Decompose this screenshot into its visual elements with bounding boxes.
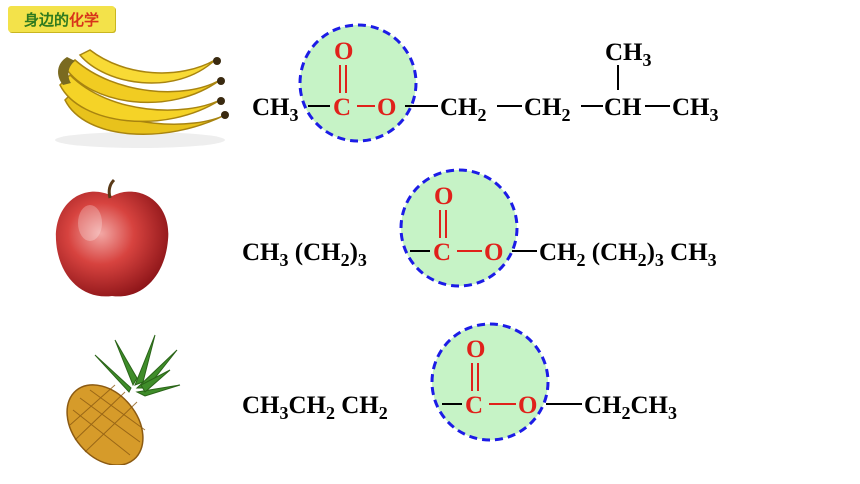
ester-group-highlight-3	[430, 322, 550, 442]
formula-row-1: CH3 C O O CH2 CH2 CH CH3 CH3	[252, 23, 719, 143]
svg-text:CH2: CH2	[524, 94, 571, 125]
formula-row-2: CH3 (CH2)3 C O O CH2 (CH2)3 CH3	[242, 168, 717, 288]
atom-o-top-3: O	[466, 336, 485, 363]
atom-o-mid-1: O	[377, 94, 396, 121]
atom-o-top-1: O	[334, 38, 353, 65]
formula-row-3: CH3CH2 CH2 C O O CH2CH3	[242, 322, 677, 442]
svg-text:CH3CH2 CH2: CH3CH2 CH2	[242, 392, 388, 423]
section-badge: 身边的化学	[8, 6, 115, 32]
ester-group-highlight-1	[298, 23, 418, 143]
svg-text:CH: CH	[604, 94, 642, 121]
apple-icon	[55, 178, 169, 297]
svg-text:CH2: CH2	[440, 94, 487, 125]
atom-o-top-2: O	[434, 183, 453, 210]
badge-text-part1: 身边的	[23, 10, 69, 29]
ester-group-highlight-2	[399, 168, 519, 288]
atom-c-3: C	[465, 392, 483, 419]
atom-o-mid-3: O	[518, 392, 537, 419]
pineapple-icon	[66, 334, 181, 465]
svg-text:CH3: CH3	[672, 94, 719, 125]
svg-text:CH3 (CH2)3: CH3 (CH2)3	[242, 239, 367, 270]
svg-text:CH2CH3: CH2CH3	[584, 392, 677, 423]
atom-c-1: C	[333, 94, 351, 121]
svg-text:CH3: CH3	[252, 94, 299, 125]
atom-c-2: C	[433, 239, 451, 266]
svg-text:CH3: CH3	[605, 39, 652, 70]
atom-o-mid-2: O	[484, 239, 503, 266]
banana-icon	[55, 49, 229, 148]
badge-text-part2: 化学	[69, 10, 100, 29]
svg-text:CH2 (CH2)3 CH3: CH2 (CH2)3 CH3	[539, 239, 717, 270]
ester-formulas: CH3 C O O CH2 CH2 CH CH3 CH3 CH3 (CH2)3 …	[242, 23, 719, 442]
